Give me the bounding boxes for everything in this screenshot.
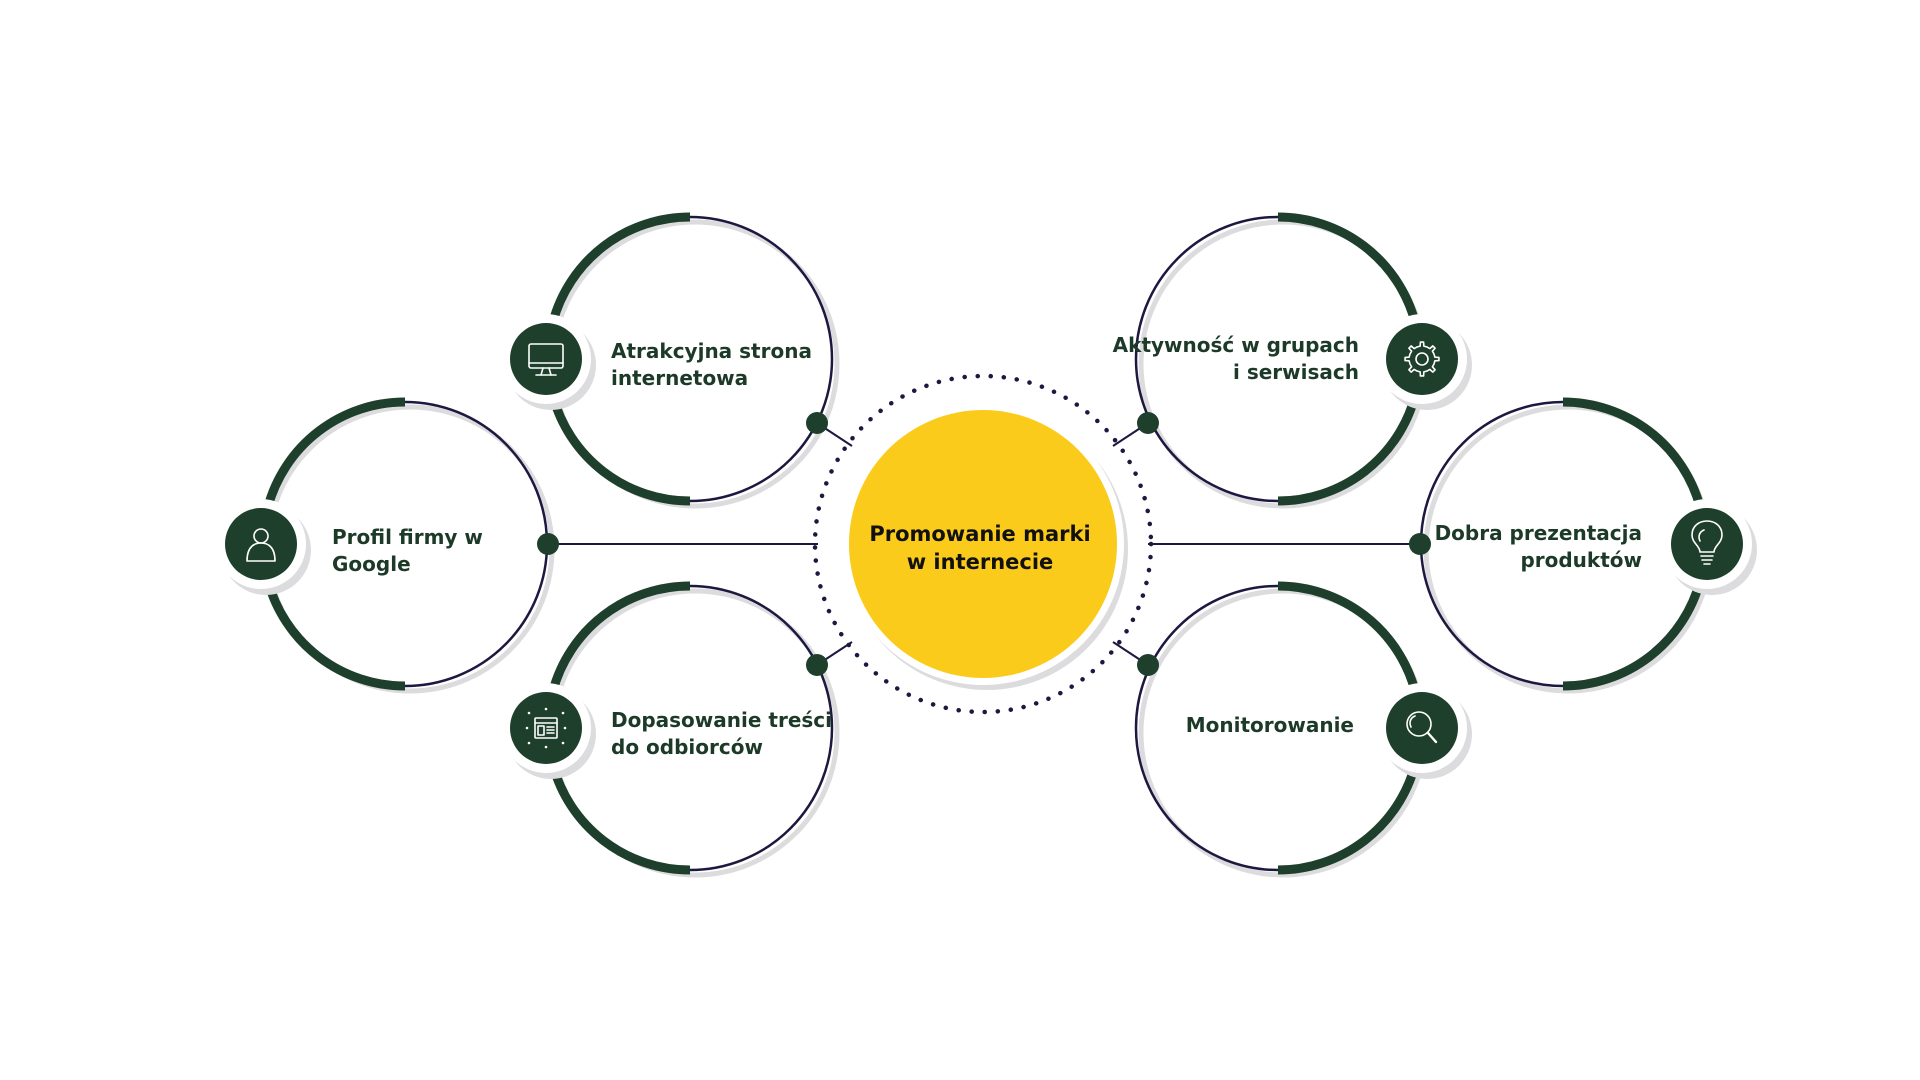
node-label-monitorowanie: Monitorowanie [1186, 712, 1354, 739]
node-label-line2: produktów [1520, 548, 1642, 572]
node-label-line1: Dobra prezentacja [1434, 521, 1642, 545]
icon-badge-disc [510, 692, 582, 764]
node-label-line1: Dopasowanie treści [611, 708, 832, 732]
layout-arrow-dot [527, 741, 531, 745]
icon-badge-disc [1671, 508, 1743, 580]
node-label-line2: i serwisach [1233, 360, 1359, 384]
connector-dot [537, 533, 559, 555]
ring-accent-arc [548, 394, 691, 506]
node-label-profil-firmy: Profil firmy w Google [332, 524, 483, 578]
lightbulb-icon [1662, 499, 1757, 595]
layout-arrow-dot [544, 745, 548, 749]
magnifier-icon [1377, 683, 1472, 779]
bulb-shine [1698, 529, 1705, 542]
center-yellow-disc [849, 410, 1117, 678]
icon-badge-disc [225, 508, 297, 580]
monitor-stand [548, 367, 552, 376]
content-layout-icon [501, 683, 596, 779]
user-body [246, 542, 276, 562]
gear-hub [1415, 352, 1429, 366]
node-label-line2: internetowa [611, 366, 749, 390]
connector-dot [806, 412, 828, 434]
node-label-line1: Atrakcyjna strona [611, 339, 812, 363]
gear-icon [1377, 314, 1472, 410]
node-label-atrakcyjna-strona: Atrakcyjna strona internetowa [611, 338, 812, 392]
ring-accent-arc [1277, 763, 1420, 875]
magnifier-shine [1409, 715, 1416, 728]
ring-accent-arc [1277, 581, 1420, 693]
node-label-dobra-prezentacja: Dobra prezentacja produktów [1435, 520, 1642, 574]
layout-arrow-dot [563, 726, 567, 730]
user-icon [216, 499, 311, 595]
node-label-line2: Google [332, 552, 411, 576]
bulb-glass [1691, 520, 1723, 553]
node-icons [216, 314, 1757, 779]
connector-dot [1137, 412, 1159, 434]
node-label-dopasowanie-tresci: Dopasowanie treści do odbiorców [611, 707, 832, 761]
ring-accent-arc [548, 212, 691, 324]
node-ring-aktywnosc [1134, 212, 1428, 509]
ring-accent-arc [263, 579, 406, 691]
monitor-stand [540, 367, 544, 376]
ring-accent-arc [548, 581, 691, 693]
center-dotted-ring [812, 373, 1154, 715]
connector-dot [1409, 533, 1431, 555]
node-label-line1: Monitorowanie [1185, 713, 1354, 737]
ring-accent-arc [1277, 394, 1420, 506]
magnifier-handle [1426, 731, 1438, 744]
layout-block [537, 725, 545, 736]
ring-accent-arc [1277, 212, 1420, 324]
monitor-screen [528, 343, 564, 369]
connector-dot [1137, 654, 1159, 676]
monitor-icon [501, 314, 596, 410]
node-label-aktywnosc: Aktywność w grupach i serwisach [1113, 332, 1359, 386]
node-label-line1: Aktywność w grupach [1112, 333, 1359, 357]
layout-arrow-dot [544, 707, 548, 711]
center-topic-label: Promowanie marki w internecie [860, 520, 1100, 576]
icon-badge-disc [1386, 323, 1458, 395]
ring-accent-arc [548, 763, 691, 875]
layout-arrow-dot [525, 726, 529, 730]
layout-arrow-dot [527, 711, 531, 715]
center-topic [812, 373, 1154, 715]
ring-accent-arc [1562, 397, 1705, 509]
node-label-line1: Profil firmy w [332, 525, 483, 549]
layout-arrow-dot [561, 711, 565, 715]
ring-accent-arc [263, 397, 406, 509]
gear-outline [1404, 341, 1440, 377]
connector-dot [806, 654, 828, 676]
icon-badge-disc [1386, 692, 1458, 764]
node-label-line2: do odbiorców [611, 735, 763, 759]
layout-arrow-dot [561, 741, 565, 745]
ring-accent-arc [1562, 579, 1705, 691]
center-topic-line2: w internecie [906, 550, 1054, 574]
center-topic-line1: Promowanie marki [869, 522, 1091, 546]
icon-badge-disc [510, 323, 582, 395]
layout-frame [534, 717, 558, 739]
magnifier-lens [1406, 711, 1432, 737]
